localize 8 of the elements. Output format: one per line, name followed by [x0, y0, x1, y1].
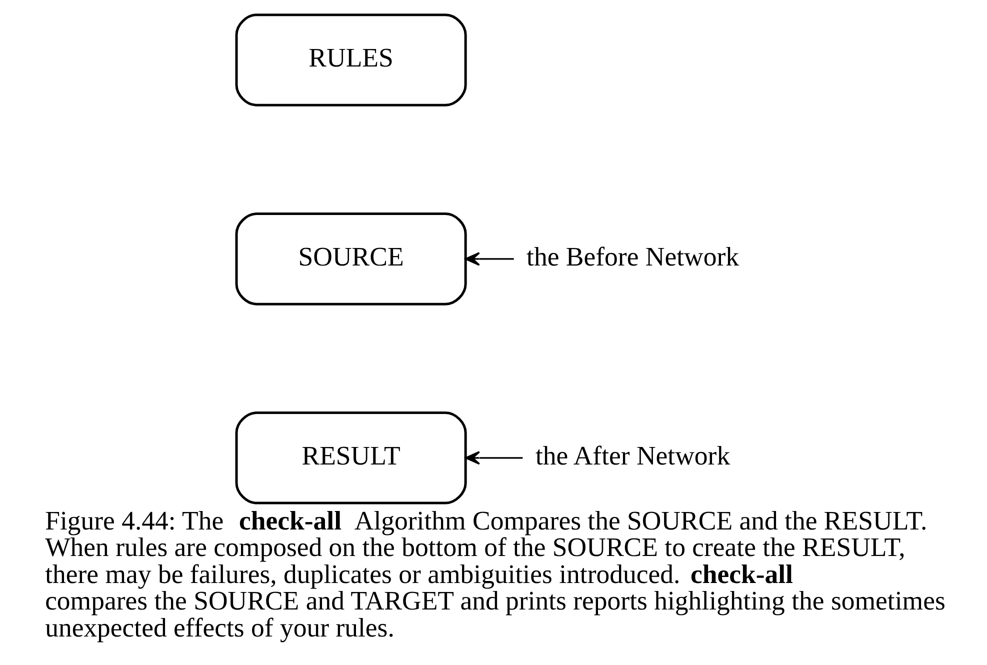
node-box: SOURCE	[234, 212, 466, 306]
caption: Figure 4.44: The check-all Algorithm Compares the SOURCE and the RESULT. When rules are composed on the bottom of the SOURCE to create the RESULT, there may be failures, duplicates or ambiguities introduced. check-all compares the SOURCE and TARGET and prints reports highlighting the sometimes unexpected effects of your rules.	[44, 505, 945, 642]
arrow	[464, 252, 514, 266]
node-box: RULES	[234, 14, 466, 106]
node-text: the After Network	[534, 440, 730, 470]
node-text: the Before Network	[526, 241, 738, 272]
node-box: RESULT	[234, 412, 466, 504]
arrow	[464, 451, 522, 465]
